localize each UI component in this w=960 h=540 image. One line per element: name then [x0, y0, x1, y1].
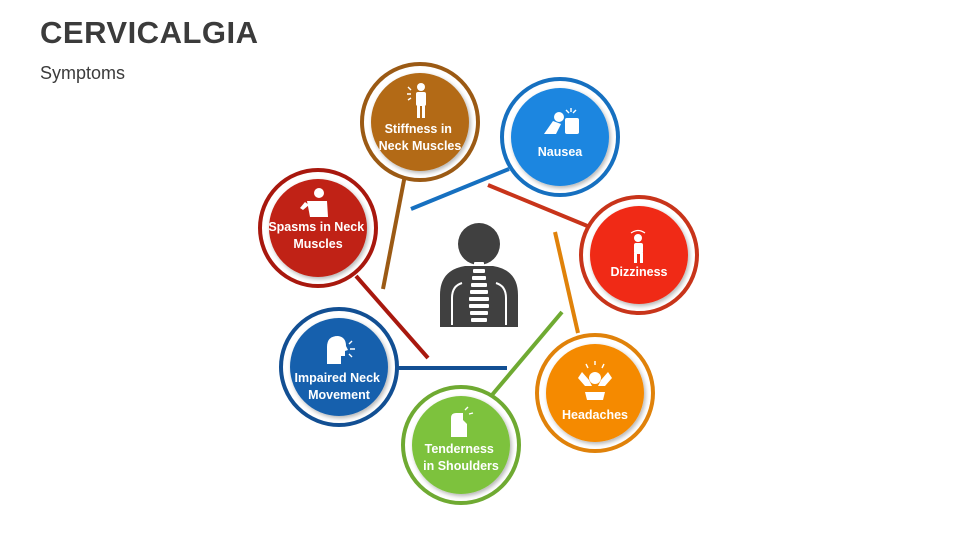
node-disc [290, 318, 388, 416]
symptom-node-dizziness: Dizziness [579, 195, 699, 315]
node-disc [371, 73, 469, 171]
symptom-node-tenderness: Tenderness in Shoulders [401, 385, 521, 505]
svg-text:Nausea: Nausea [538, 145, 584, 159]
node-label-line: Nausea [538, 145, 584, 159]
neck-spasm-person-icon [300, 188, 328, 217]
connector-line [410, 167, 510, 211]
node-label-line: Muscles [293, 237, 342, 251]
svg-text:Impaired Neck Movement: Impaired Neck Movement [295, 371, 384, 402]
symptom-node-stiffness: Stiffness in Neck Muscles [360, 62, 480, 182]
dizzy-person-icon [630, 229, 646, 263]
node-label-line: Headaches [562, 408, 628, 422]
connector-line [490, 310, 564, 397]
symptom-node-headaches: Headaches [535, 333, 655, 453]
node-disc [269, 179, 367, 277]
connector-line [487, 183, 603, 234]
svg-text:Stiffness in Neck Muscle: Stiffness in Neck Muscles [379, 122, 462, 153]
node-label-line: Spasms in Neck [268, 220, 364, 234]
svg-text:Tenderness in Shoulders: Tenderness in Shoulders [423, 442, 499, 473]
node-disc [412, 396, 510, 494]
connector-line [381, 174, 407, 290]
shoulder-pain-icon [451, 406, 474, 437]
node-label-line: Stiffness in [385, 122, 452, 136]
symptom-node-nausea: Nausea [500, 77, 620, 197]
node-label-line: Neck Muscles [379, 139, 462, 153]
node-disc [511, 88, 609, 186]
node-label-line: Dizziness [611, 265, 668, 279]
vomiting-person-icon [544, 108, 579, 134]
node-label-line: Movement [308, 388, 371, 402]
connector-line [354, 274, 430, 360]
svg-text:Headaches: Headaches [562, 408, 628, 422]
connector-lines [354, 167, 603, 397]
svg-text:Dizziness: Dizziness [611, 265, 668, 279]
symptom-node-impaired: Impaired Neck Movement [279, 307, 399, 427]
node-label-line: Tenderness [425, 442, 494, 456]
page-title: CERVICALGIA [40, 15, 259, 50]
connector-line [553, 231, 580, 334]
svg-text:Spasms in Neck Muscles: Spasms in Neck Muscles [268, 220, 367, 251]
page-subtitle: Symptoms [40, 63, 126, 83]
neck-pain-head-icon [327, 336, 355, 364]
symptom-node-spasms: Spasms in Neck Muscles [258, 168, 378, 288]
headache-person-icon [578, 361, 612, 400]
node-label-line: in Shoulders [423, 459, 499, 473]
node-label-line: Impaired Neck [295, 371, 381, 385]
neck-spine-person-icon [440, 223, 518, 327]
stiff-neck-person-icon [407, 83, 426, 118]
node-disc [590, 206, 688, 304]
